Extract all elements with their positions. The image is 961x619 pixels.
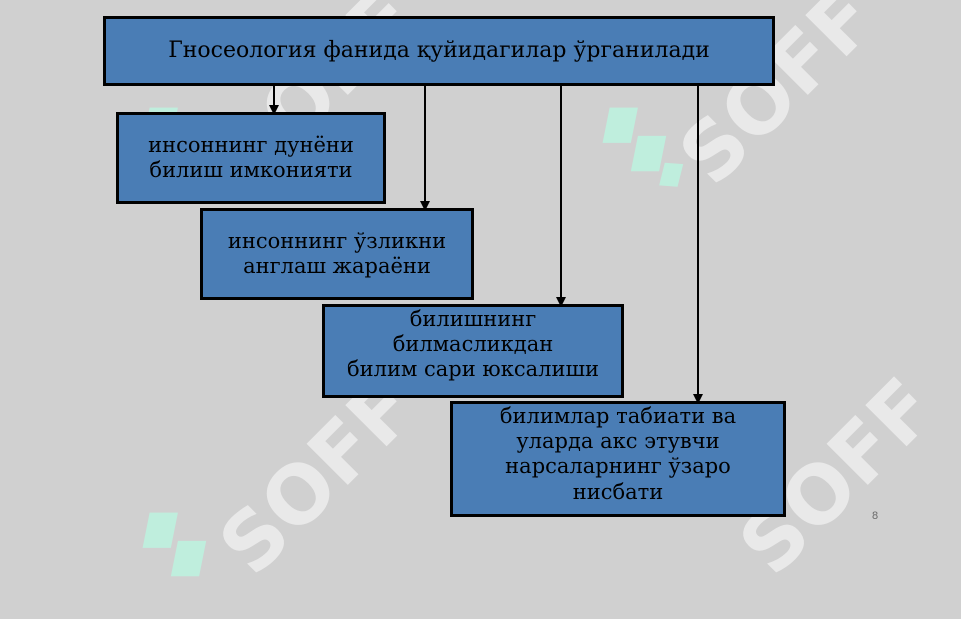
diagram-title-box: Гносеология фанида қуйидагилар ўрганилад…	[103, 16, 775, 86]
diagram-node-3: билишнинг билмасликдан билим сари юксали…	[322, 304, 624, 398]
node-1-text: инсоннинг дунёни билиш имконияти	[148, 132, 354, 182]
diagram-node-2: инсоннинг ўзликни англаш жараёни	[200, 208, 474, 300]
node-4-text: билимлар табиати ва уларда акс этувчи на…	[499, 404, 737, 504]
diagram-node-4: билимлар табиати ва уларда акс этувчи на…	[450, 401, 786, 517]
diagram-title: Гносеология фанида қуйидагилар ўрганилад…	[168, 37, 710, 63]
page-number: 8	[872, 510, 879, 522]
node-3-text: билишнинг билмасликдан билим сари юксали…	[347, 307, 599, 382]
diagram-node-1: инсоннинг дунёни билиш имконияти	[116, 112, 386, 204]
node-2-text: инсоннинг ўзликни англаш жараёни	[227, 228, 447, 278]
diagram-connectors	[269, 86, 703, 404]
